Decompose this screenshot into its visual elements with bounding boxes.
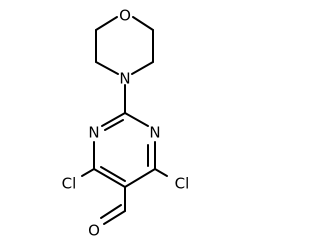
bond-c2-n3 — [124, 112, 149, 127]
pyrimidine-ring — [93, 112, 156, 188]
bond-cho-o-second — [100, 204, 122, 219]
chlorine-left-label: Cl — [62, 175, 77, 193]
chlorine-right-label: Cl — [175, 175, 190, 193]
bond-o-c-upper-right — [132, 16, 154, 31]
nitrogen-morpholine-label: N — [119, 70, 130, 88]
bond-n-c-lower-left — [95, 61, 119, 75]
bond-c-n-lower-right — [131, 61, 154, 75]
bond-c2-n1 — [101, 112, 126, 127]
bond-c2-n1-inner — [104, 119, 124, 131]
bond-c6-cl — [81, 168, 95, 177]
chemical-structure: O N N N Cl Cl O — [62, 7, 190, 240]
oxygen-ring-label: O — [119, 7, 131, 25]
bond-c5-c4 — [124, 168, 156, 188]
bond-cho-o — [103, 210, 126, 225]
morpholine-ring — [95, 16, 154, 75]
oxygen-aldehyde-label: O — [88, 222, 100, 240]
bond-c6-c5 — [93, 168, 126, 188]
bond-c6-c5-inner — [100, 166, 126, 182]
nitrogen-pyrimidine-right-label: N — [149, 124, 160, 142]
bond-c4-cl — [154, 168, 168, 177]
nitrogen-pyrimidine-left-label: N — [88, 124, 99, 142]
bond-c-o-upper-left — [95, 16, 118, 31]
